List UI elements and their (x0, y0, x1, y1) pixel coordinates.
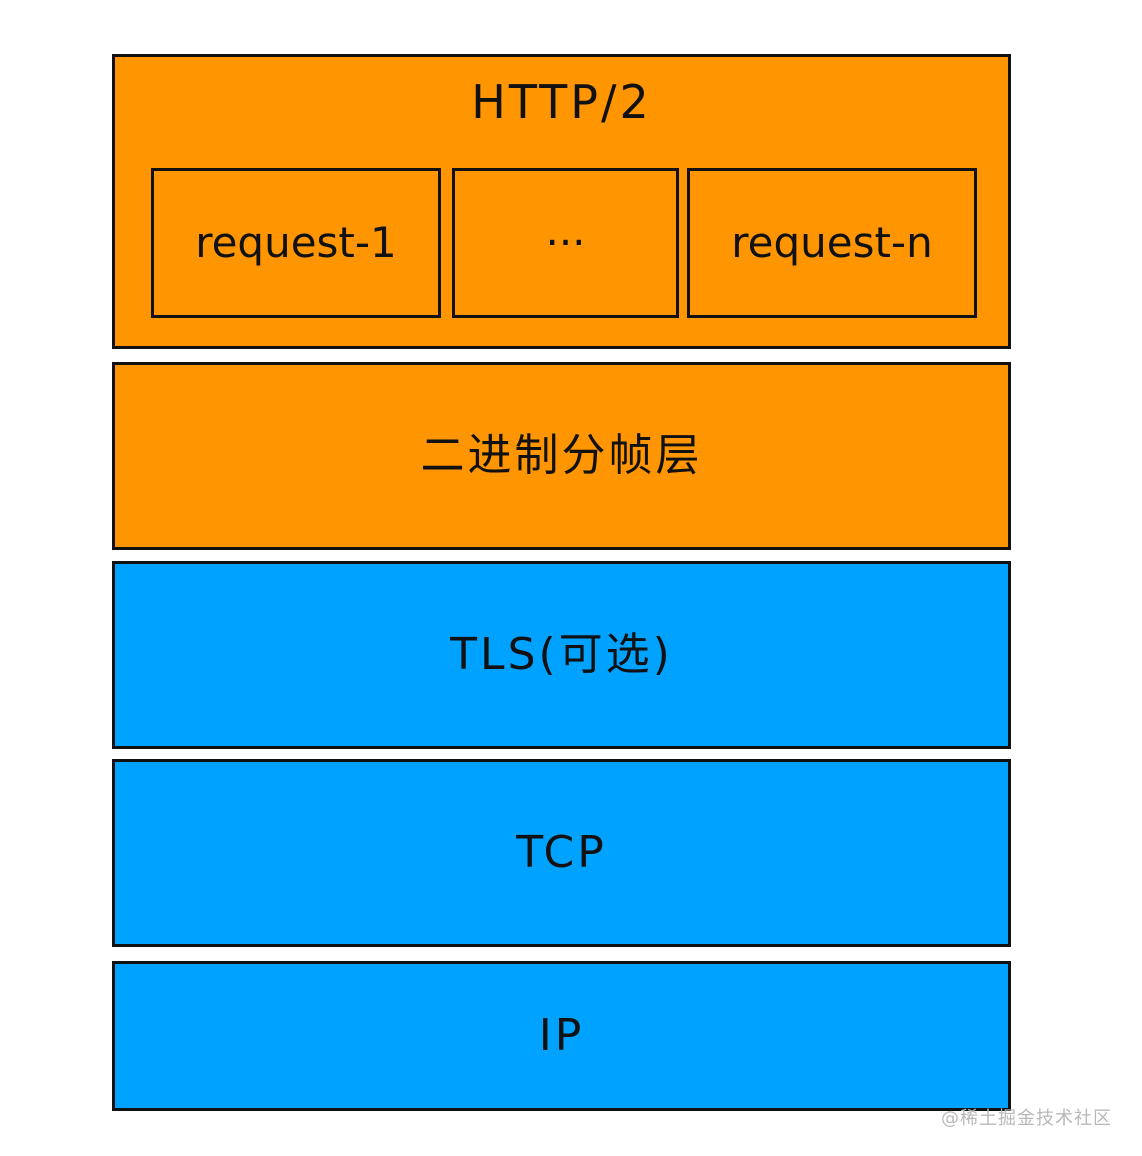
request-ellipsis-label: ··· (545, 218, 586, 267)
tls-layer: TLS(可选) (112, 561, 1011, 749)
tcp-layer: TCP (112, 759, 1011, 947)
ip-layer: IP (112, 961, 1011, 1111)
request-1-box: request-1 (151, 168, 441, 318)
watermark: @稀土掘金技术社区 (941, 1108, 1112, 1129)
binary-framing-label: 二进制分帧层 (420, 430, 703, 481)
http2-layer: HTTP/2 request-1 ··· request-n (112, 54, 1011, 349)
request-n-box: request-n (687, 168, 977, 318)
tcp-label: TCP (516, 827, 607, 878)
binary-framing-layer: 二进制分帧层 (112, 362, 1011, 550)
ip-label: IP (538, 1010, 585, 1061)
request-ellipsis-box: ··· (452, 168, 679, 318)
tls-label: TLS(可选) (450, 629, 673, 680)
request-n-label: request-n (731, 218, 933, 267)
request-1-label: request-1 (195, 218, 397, 267)
http2-layer-title: HTTP/2 (471, 75, 652, 129)
